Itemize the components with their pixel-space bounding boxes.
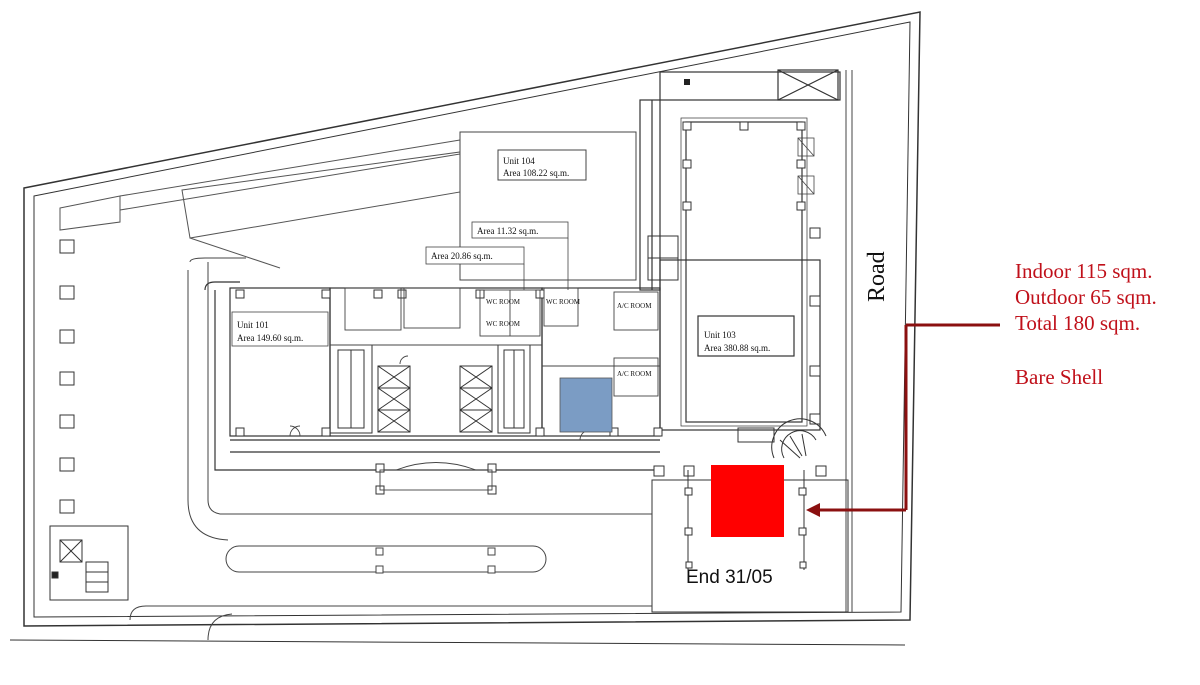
tower-marker: [684, 79, 690, 85]
parking-markers: [59, 239, 75, 514]
tower-fixtures: [797, 137, 815, 195]
site-boundary: [9, 11, 921, 646]
north-wall: [59, 139, 461, 269]
outdoor-area-text: Outdoor 65 sqm.: [1015, 285, 1157, 309]
building-outline: [204, 259, 821, 471]
unit-101-area: Area 149.60 sq.m.: [237, 333, 303, 343]
wc-room-label-2: WC ROOM: [486, 320, 521, 328]
ac-room-label-1: A/C ROOM: [617, 302, 652, 310]
area-label-1: Area 11.32 sq.m.: [477, 226, 538, 236]
unit-103-name: Unit 103: [704, 330, 736, 340]
blue-area-block: [559, 377, 613, 433]
total-area-text: Total 180 sqm.: [1015, 311, 1141, 335]
callout-arrow: [806, 323, 1000, 517]
area-label-2: Area 20.86 sq.m.: [431, 251, 493, 261]
unit-103-area: Area 380.88 sq.m.: [704, 343, 770, 353]
driveway: [129, 257, 652, 641]
wc-room-label-1: WC ROOM: [486, 298, 521, 306]
spiral-stair: [737, 418, 827, 459]
unit-101-name: Unit 101: [237, 320, 269, 330]
indoor-area-text: Indoor 115 sqm.: [1015, 259, 1153, 283]
stair-cores: [329, 235, 679, 434]
highlighted-unit[interactable]: [711, 465, 784, 537]
wc-room-label-3: WC ROOM: [546, 298, 581, 306]
unit-104-area: Area 108.22 sq.m.: [503, 168, 569, 178]
condition-text: Bare Shell: [1015, 365, 1104, 389]
note-spacer: [1015, 336, 1157, 364]
unit-104-outline: [459, 131, 637, 281]
entrance-canopy: [379, 462, 493, 491]
road-label: Road: [864, 251, 890, 302]
unit-info-note: Indoor 115 sqm. Outdoor 65 sqm. Total 18…: [1015, 258, 1157, 390]
ac-room-label-2: A/C ROOM: [617, 370, 652, 378]
corner-stair-core: [49, 525, 129, 601]
road-boundary: [845, 70, 853, 612]
unit-104-name: Unit 104: [503, 156, 535, 166]
end-date-label: End 31/05: [686, 567, 773, 588]
area-label-boxes: [231, 221, 569, 347]
tower-outline: [639, 69, 841, 427]
